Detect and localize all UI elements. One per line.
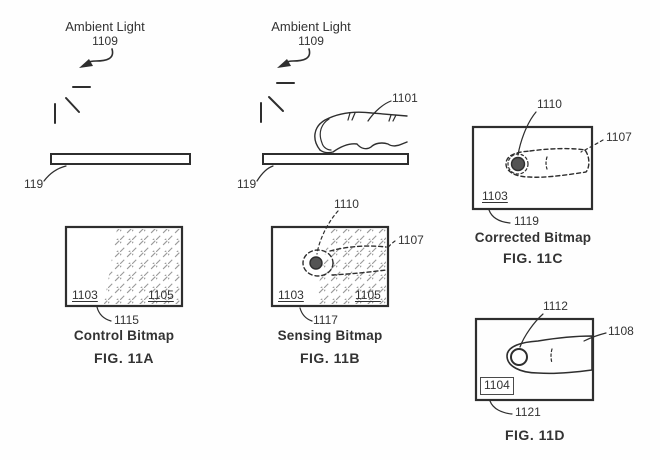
ref-1103-11c: 1103 <box>482 189 508 203</box>
ref-1115: 1115 <box>114 313 139 327</box>
leader-1112 <box>519 313 544 348</box>
fig11d-art <box>474 313 607 415</box>
fig11d-finger-region <box>506 335 593 375</box>
finger-drawing <box>314 111 408 154</box>
ref-1105-11a: 1105 <box>148 288 174 302</box>
ambient-arrow-left <box>86 48 114 64</box>
fig11b-touch-dot <box>309 256 323 270</box>
fig11b-ambient-hatch-region <box>315 229 386 304</box>
ambient-arrowhead-right-icon <box>277 59 291 68</box>
ref-119-right: 119 <box>237 177 257 191</box>
leader-119-right <box>256 165 274 182</box>
ref-1105-11b: 1105 <box>355 288 381 302</box>
ref-1112: 1112 <box>543 299 568 313</box>
fig11d-touch-circle <box>510 348 528 366</box>
leader-119-left <box>43 165 67 182</box>
ref-1109-left: 1109 <box>92 34 118 48</box>
fig11d-bitmap-frame <box>474 317 595 402</box>
left-setup-art <box>43 48 191 182</box>
surface-left <box>50 153 191 165</box>
ambient-light-title-left: Ambient Light <box>65 19 145 34</box>
ref-1110-11b: 1110 <box>334 197 359 211</box>
fig11d-label: FIG. 11D <box>504 427 566 443</box>
ref-1104: 1104 <box>480 377 514 395</box>
leader-1115 <box>96 306 112 322</box>
fig11b-caption: Sensing Bitmap <box>277 328 383 343</box>
light-rays-right-icon <box>260 82 295 123</box>
ref-1109-right: 1109 <box>298 34 324 48</box>
ref-1103-11b: 1103 <box>278 288 304 302</box>
fig11b-art <box>270 210 396 322</box>
ref-1107-11b: 1107 <box>398 233 424 247</box>
leader-1107-11c <box>580 139 604 153</box>
fig11c-art <box>471 111 604 224</box>
ambient-light-title-right: Ambient Light <box>271 19 351 34</box>
leader-1110-11b <box>316 210 339 255</box>
fig11b-label: FIG. 11B <box>299 350 361 366</box>
ambient-arrowhead-left-icon <box>79 59 93 68</box>
fig11b-finger-outline-bottom <box>331 269 387 276</box>
fig11c-bitmap-frame <box>471 125 594 211</box>
ambient-arrow-right <box>284 48 311 64</box>
fig11c-caption: Corrected Bitmap <box>474 230 592 245</box>
ref-119-left: 119 <box>24 177 44 191</box>
fig11c-finger-region <box>505 147 590 178</box>
leader-1107-11b <box>386 240 396 250</box>
fig11b-finger-outline-top <box>329 245 387 252</box>
ref-1117: 1117 <box>313 313 338 327</box>
ref-1103-11a: 1103 <box>72 288 98 302</box>
right-setup-art <box>256 48 409 182</box>
fig11a-caption: Control Bitmap <box>73 328 175 343</box>
fig11d-finger-crease <box>550 348 553 364</box>
light-rays-left-icon <box>54 86 91 124</box>
leader-1121 <box>489 400 513 415</box>
fig11a-ambient-hatch-region <box>104 229 180 304</box>
leader-1108 <box>583 332 607 342</box>
leader-1110-11c <box>517 111 537 156</box>
fig11c-label: FIG. 11C <box>502 250 564 266</box>
ref-1107-11c: 1107 <box>606 130 632 144</box>
ref-1108: 1108 <box>608 324 634 338</box>
leader-1117 <box>299 307 313 322</box>
fig11a-art <box>64 225 184 322</box>
ref-1121: 1121 <box>515 405 541 419</box>
surface-right <box>262 153 409 165</box>
fig11c-finger-crease <box>545 156 548 170</box>
fig11a-label: FIG. 11A <box>93 350 155 366</box>
leader-1101 <box>367 100 392 122</box>
ref-1119: 1119 <box>514 214 539 228</box>
fig11c-touch-dot <box>510 156 526 172</box>
ref-1101: 1101 <box>392 91 418 105</box>
ref-1110-11c: 1110 <box>537 97 562 111</box>
leader-1119 <box>488 209 511 224</box>
